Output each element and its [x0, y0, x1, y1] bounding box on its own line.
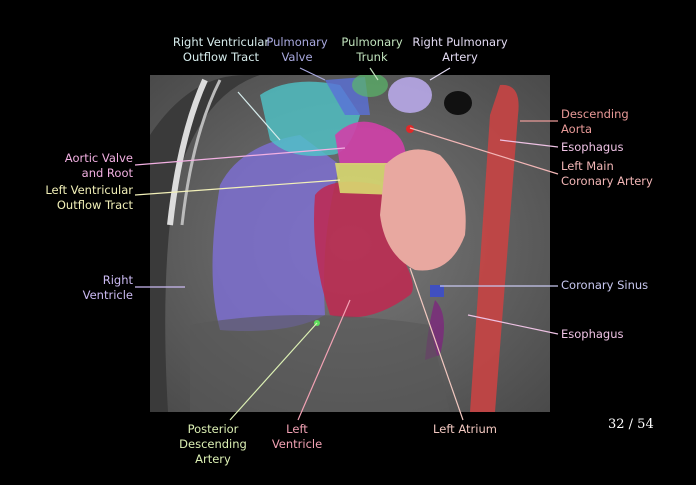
label-line: Left: [286, 422, 308, 436]
left-atrium-region: [380, 149, 466, 271]
label-line: Left Ventricular: [45, 183, 133, 197]
label-line: Ventricle: [82, 288, 133, 302]
label-left-atrium: Left Atrium: [433, 422, 497, 437]
label-line: Outflow Tract: [56, 198, 133, 212]
aortic-valve-region: [335, 121, 406, 165]
label-line: Ventricle: [271, 437, 323, 451]
pulmonary-trunk-region: [352, 75, 388, 97]
label-line: Aorta: [561, 122, 592, 136]
label-line: Trunk: [356, 50, 388, 64]
ct-scan-image: [150, 75, 550, 412]
rvot-region: [260, 81, 360, 156]
label-line: Esophagus: [561, 327, 624, 341]
label-line: Valve: [281, 50, 313, 64]
label-line: Descending: [179, 437, 247, 451]
label-line: and Root: [81, 166, 133, 180]
label-line: Right: [102, 273, 133, 287]
label-line: Outflow Tract: [182, 50, 260, 64]
label-esophagus-lower: Esophagus: [561, 327, 624, 342]
page-indicator: 32 / 54: [608, 417, 654, 432]
label-line: Aortic Valve: [64, 151, 133, 165]
label-line: Pulmonary: [266, 35, 328, 49]
label-line: Coronary Artery: [561, 174, 653, 188]
right-pulmonary-artery-region: [388, 77, 432, 113]
label-coronary-sinus: Coronary Sinus: [561, 278, 648, 293]
label-line: Posterior: [187, 422, 239, 436]
label-line: Coronary Sinus: [561, 278, 649, 292]
label-line: Artery: [442, 50, 478, 64]
label-line: Right Pulmonary: [412, 35, 508, 49]
label-line: Right Ventricular: [172, 35, 270, 49]
label-line: Esophagus: [561, 140, 624, 154]
label-line: Pulmonary: [341, 35, 403, 49]
label-line: Left Atrium: [433, 422, 497, 436]
label-esophagus-upper: Esophagus: [561, 140, 624, 155]
label-line: Left Main: [561, 159, 614, 173]
left-ventricle-region: [314, 181, 413, 318]
label-line: Artery: [195, 452, 231, 466]
label-line: Descending: [561, 107, 629, 121]
